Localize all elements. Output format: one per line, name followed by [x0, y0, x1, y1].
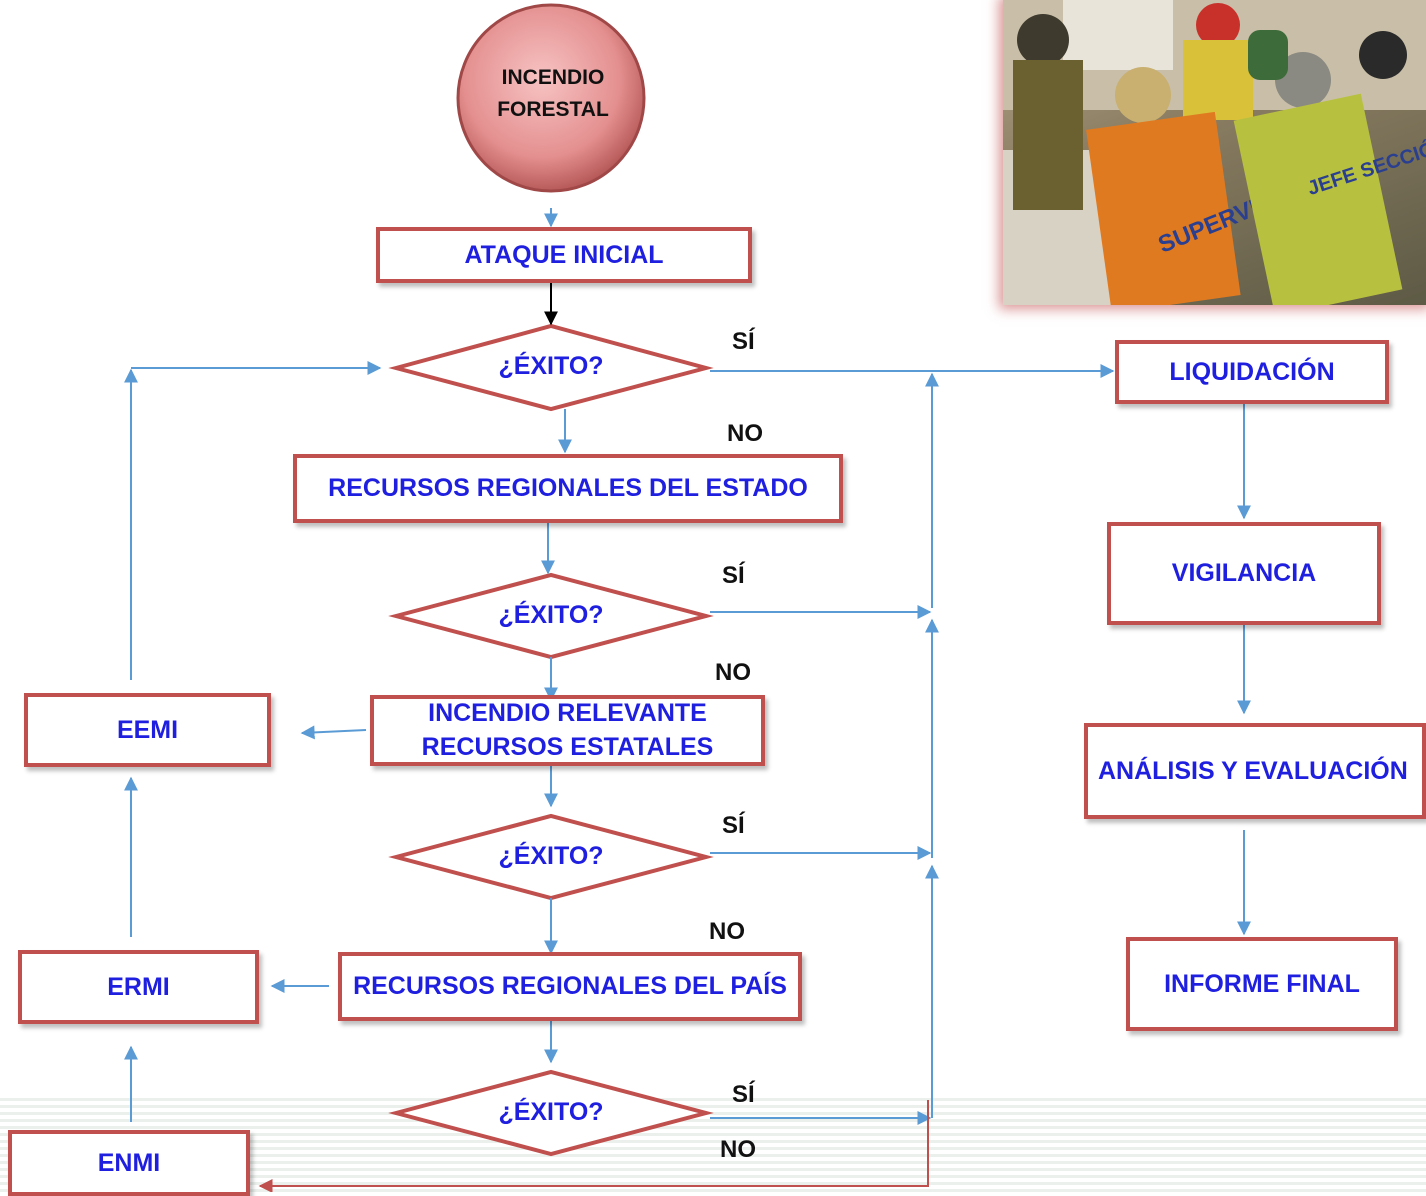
yes-label-4: SÍ [732, 1081, 755, 1108]
photo-firefighters: SUPERVISOR JEFE SECCIÓN [1003, 0, 1426, 305]
eemi-label: EEMI [116, 715, 179, 744]
recursos-estado-label: RECURSOS REGIONALES DEL ESTADO [328, 474, 808, 503]
yes-label-3: SÍ [722, 812, 745, 839]
vigilancia-label: VIGILANCIA [1171, 559, 1317, 588]
ermi-label: ERMI [107, 972, 170, 1001]
analisis-box: ANÁLISIS Y EVALUACIÓN [1084, 723, 1426, 819]
photo-illustration: SUPERVISOR JEFE SECCIÓN [1003, 0, 1426, 305]
liquidacion-box: LIQUIDACIÓN [1115, 340, 1389, 404]
decision-diamond-3 [388, 813, 714, 901]
recursos-pais-label: RECURSOS REGIONALES DEL PAÍS [353, 972, 787, 1001]
decision-label-1: ¿ÉXITO? [498, 352, 604, 380]
eemi-box: EEMI [24, 693, 271, 767]
recursos-estado-box: RECURSOS REGIONALES DEL ESTADO [293, 454, 843, 523]
recursos-pais-box: RECURSOS REGIONALES DEL PAÍS [338, 952, 802, 1021]
vigilancia-box: VIGILANCIA [1107, 522, 1381, 625]
decision-label-3: ¿ÉXITO? [498, 842, 604, 870]
enmi-label: ENMI [97, 1148, 161, 1177]
start-label-line2: FORESTAL [497, 97, 609, 121]
informe-final-label: INFORME FINAL [1164, 969, 1360, 998]
liquidacion-label: LIQUIDACIÓN [1169, 357, 1335, 386]
no-label-1: NO [727, 420, 763, 447]
decision-diamond-2 [388, 572, 714, 660]
ataque-inicial-label: ATAQUE INICIAL [464, 240, 664, 269]
incendio-relevante-line1: INCENDIO RELEVANTE [428, 698, 707, 727]
incendio-relevante-line2: RECURSOS ESTATALES [421, 732, 714, 761]
no-label-3: NO [709, 918, 745, 945]
yes-label-2: SÍ [722, 562, 745, 589]
enmi-box: ENMI [8, 1130, 250, 1196]
no-label-2: NO [715, 659, 751, 686]
ataque-inicial-box: ATAQUE INICIAL [376, 227, 752, 283]
no-label-4: NO [720, 1136, 756, 1163]
incendio-relevante-box: INCENDIO RELEVANTE RECURSOS ESTATALES [370, 695, 765, 766]
decision-diamond-4 [388, 1069, 714, 1157]
start-label-line1: INCENDIO [501, 66, 605, 89]
start-circle [456, 3, 646, 193]
informe-final-box: INFORME FINAL [1126, 937, 1398, 1031]
decision-label-4: ¿ÉXITO? [498, 1098, 604, 1126]
ermi-box: ERMI [18, 950, 259, 1024]
decision-diamond-1 [388, 323, 714, 412]
start-node-label: INCENDIO FORESTAL [456, 62, 650, 125]
yes-label-1: SÍ [732, 328, 755, 355]
decision-label-2: ¿ÉXITO? [498, 601, 604, 629]
analisis-label: ANÁLISIS Y EVALUACIÓN [1098, 756, 1408, 785]
